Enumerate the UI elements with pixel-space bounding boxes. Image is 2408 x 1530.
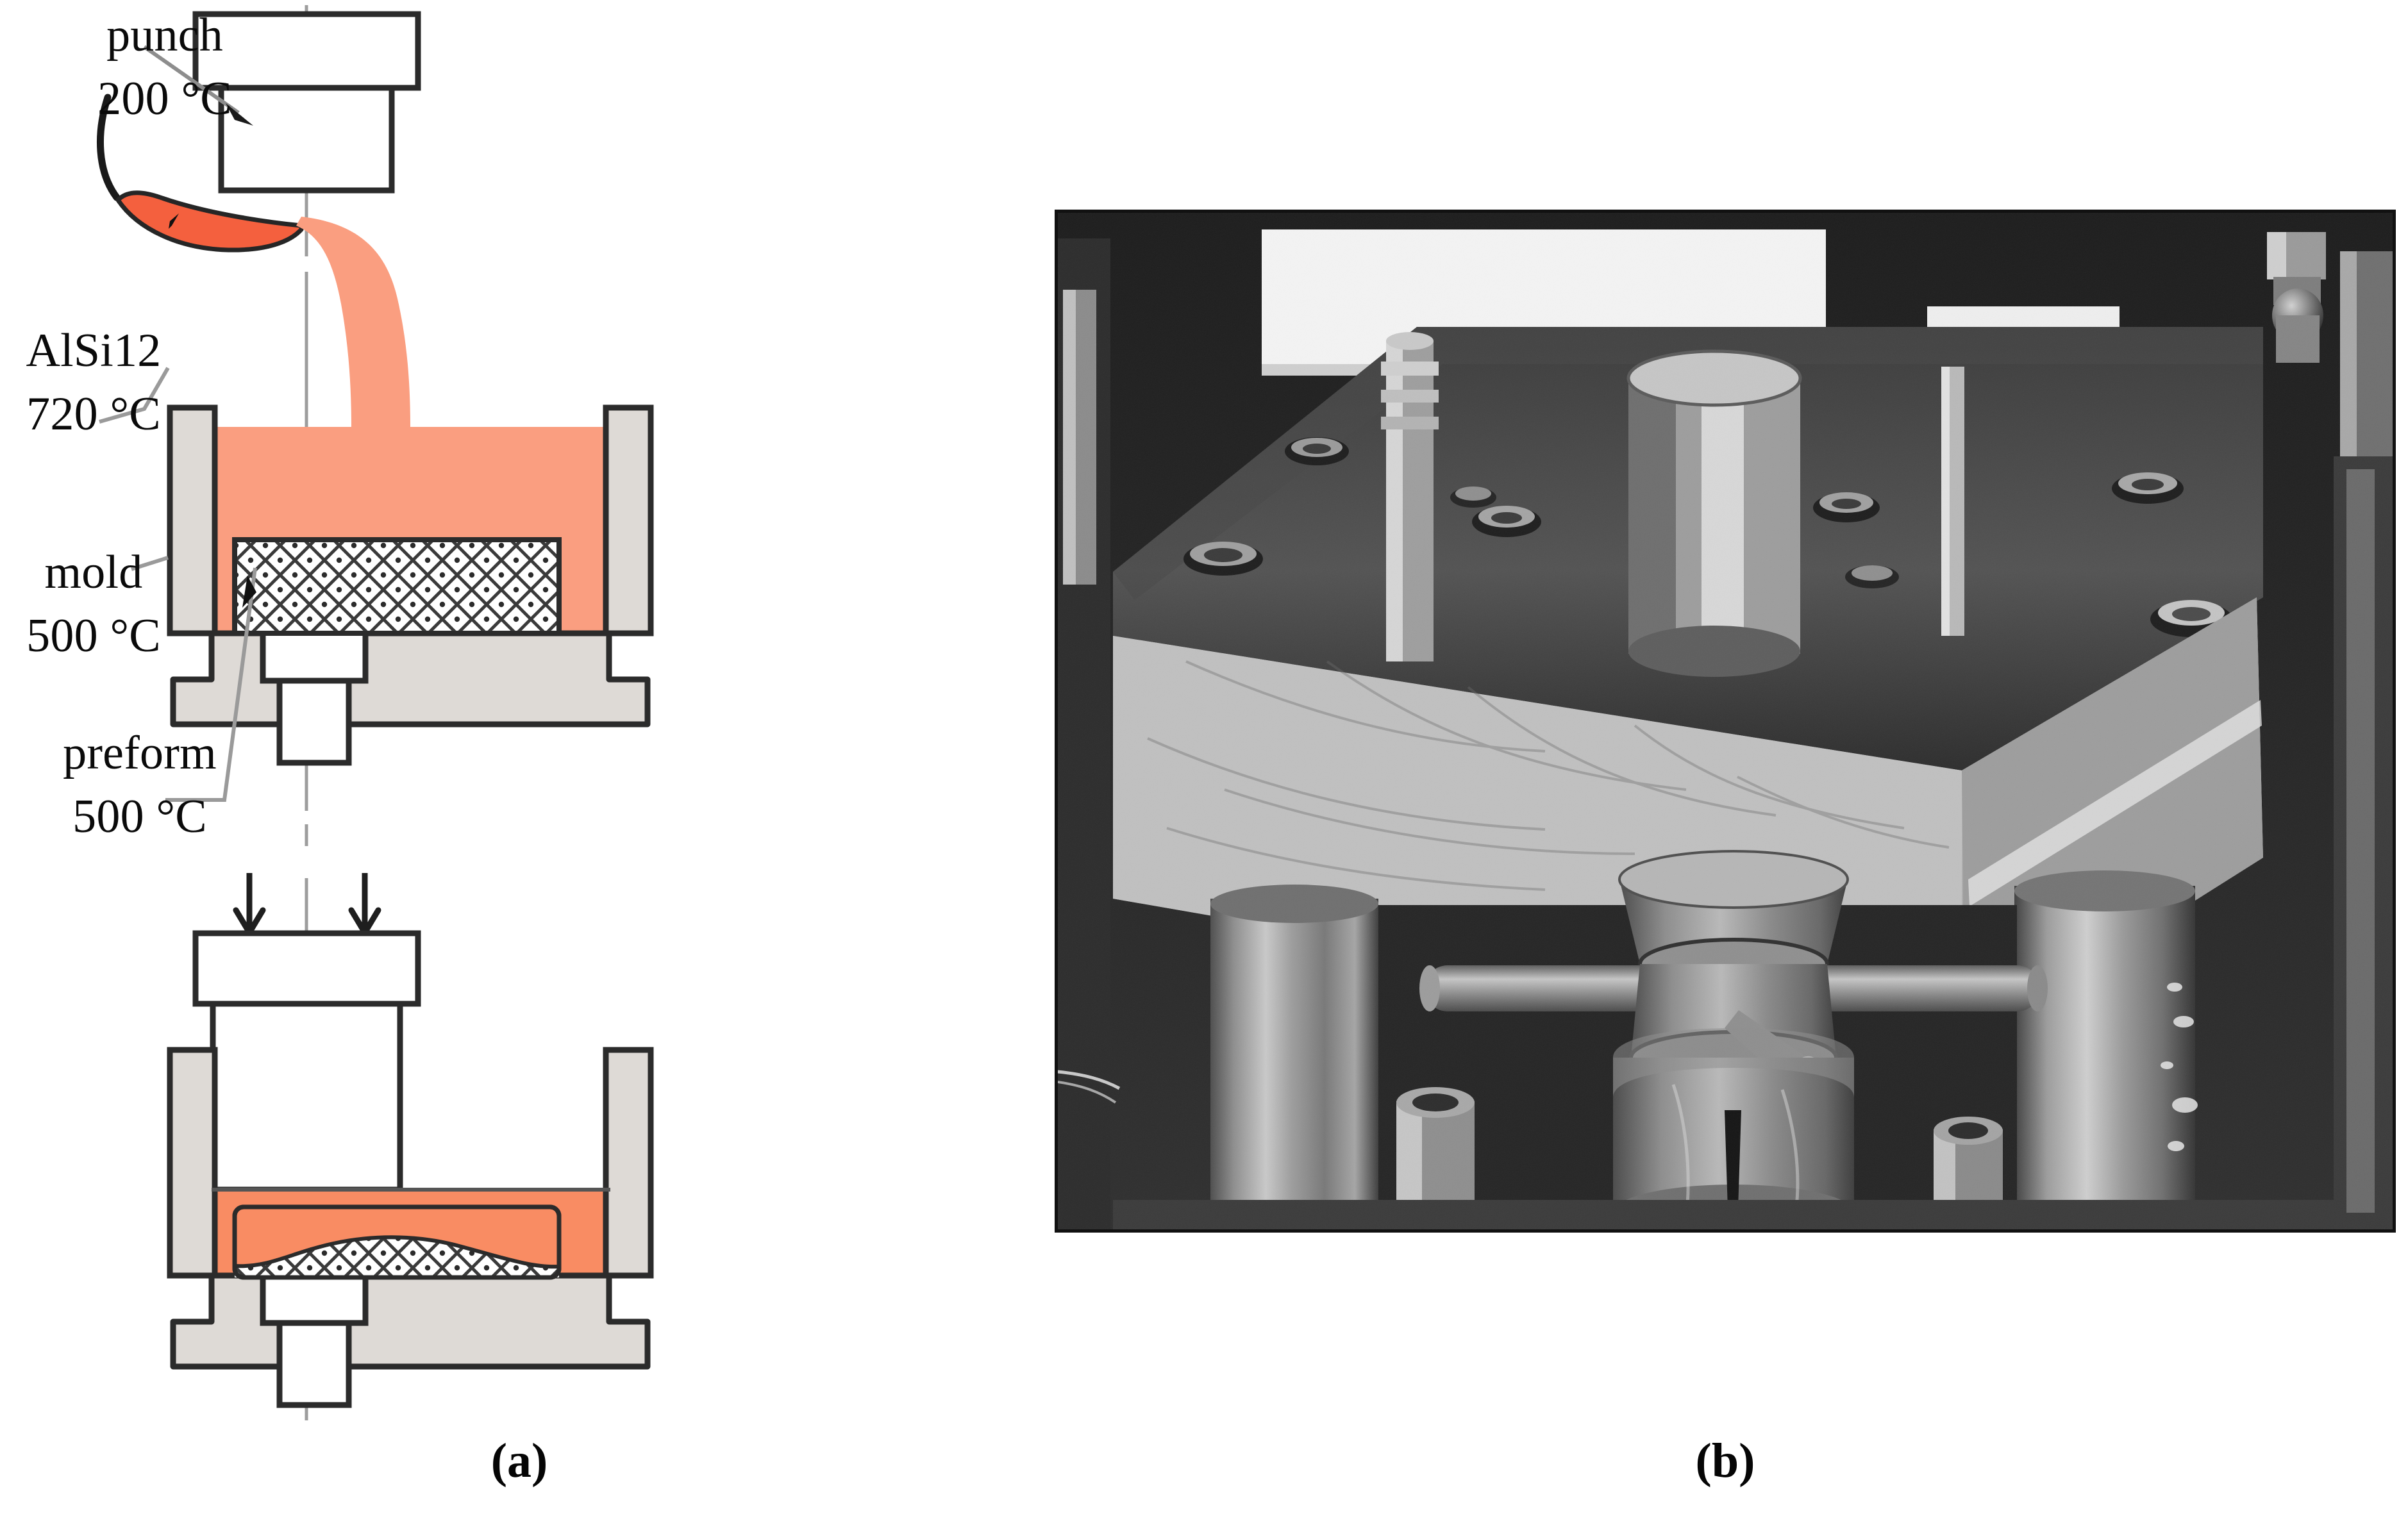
label-preform-temp: 500 °C (72, 790, 207, 844)
preform-lower (232, 1204, 562, 1280)
schematic-svg (97, 5, 654, 1420)
label-mold-text: mold (44, 546, 143, 599)
punch-leader-line (143, 45, 253, 126)
preform-upper (232, 537, 562, 636)
caption-a: (a) (490, 1434, 548, 1488)
label-preform: preform 500 °C (40, 722, 240, 849)
label-alsi12-temp: 720 °C (26, 388, 161, 441)
press-photo-svg (1058, 213, 2393, 1229)
label-preform-text: preform (63, 727, 217, 779)
punch-lower (192, 930, 421, 1193)
label-punch: punch 200 °C (62, 4, 268, 131)
photo-grain-overlay (1058, 213, 2393, 1229)
label-punch-text: punch (106, 9, 223, 62)
panel-a-schematic: punch 200 °C AlSi12 720 °C mold 500 °C p… (0, 0, 1039, 1530)
label-alsi12: AlSi12 720 °C (0, 319, 191, 446)
alsi12-leader-line (99, 367, 170, 424)
label-punch-temp: 200 °C (97, 72, 232, 126)
panel-b-photograph (1055, 210, 2396, 1233)
ladle-with-melt (97, 94, 304, 253)
label-alsi12-text: AlSi12 (26, 324, 162, 377)
mold-leader-line (131, 556, 169, 571)
melt-pour-stream (296, 217, 410, 427)
preform-leader-line (165, 567, 257, 802)
punch-upper (192, 11, 421, 194)
label-mold-temp: 500 °C (26, 610, 161, 663)
caption-b: (b) (1695, 1434, 1755, 1488)
label-mold: mold 500 °C (0, 541, 194, 668)
